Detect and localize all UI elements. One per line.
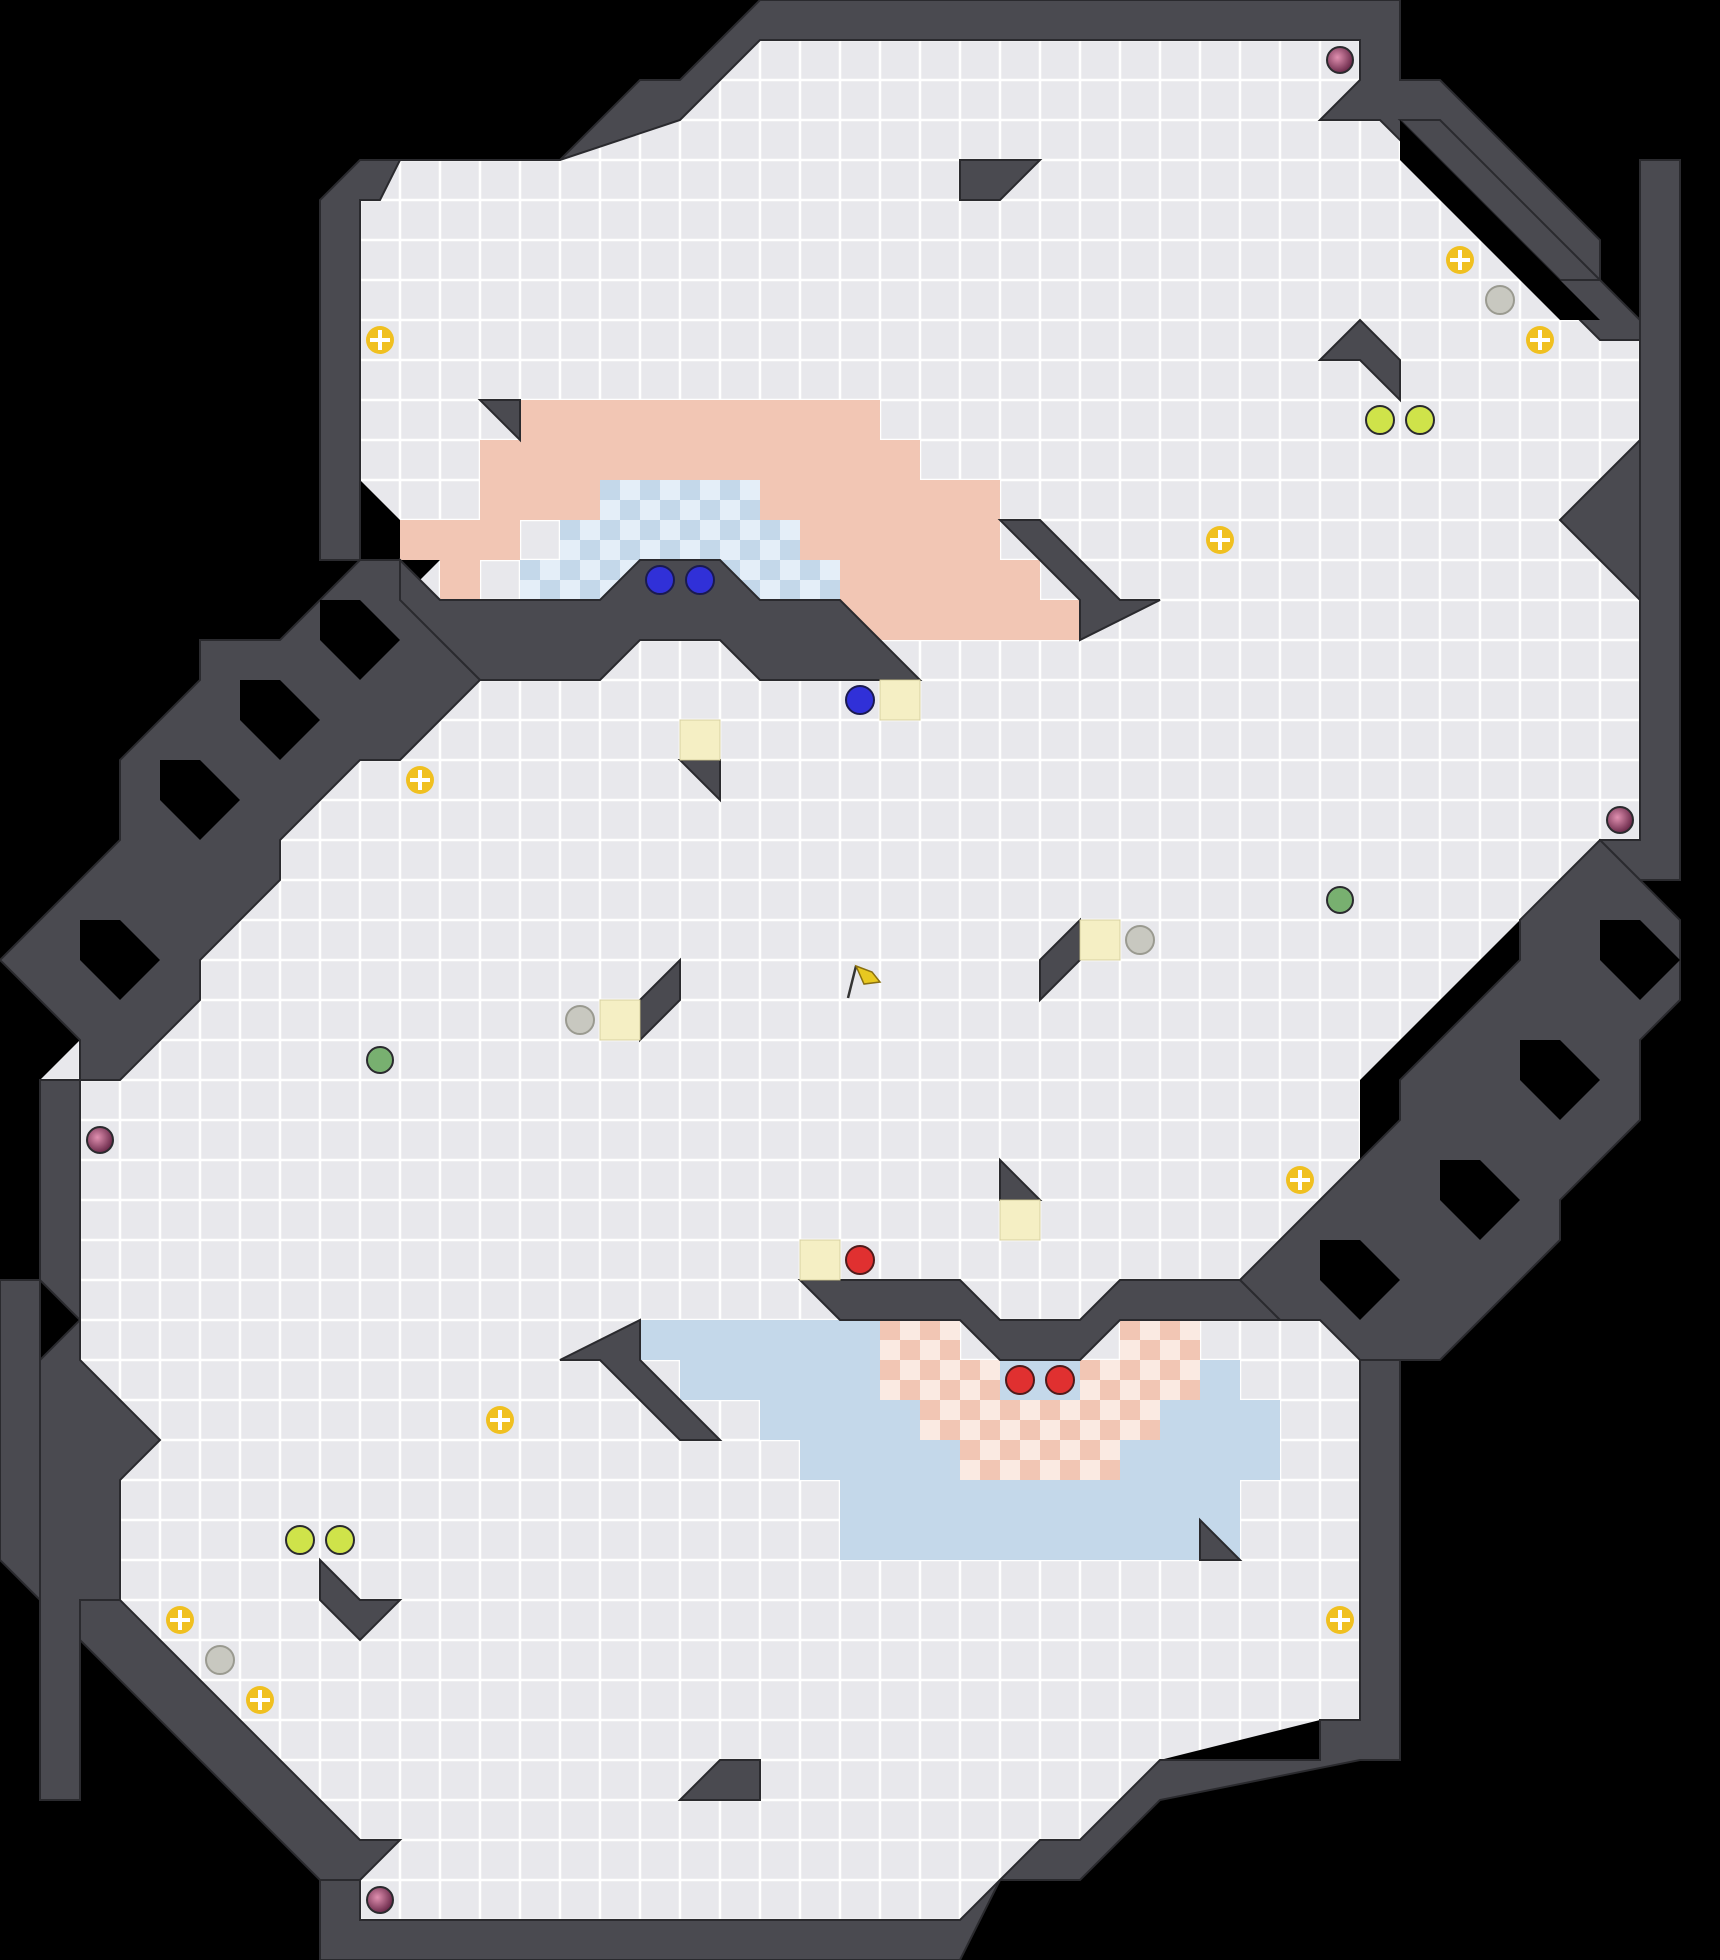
obstacle-mid-diag bbox=[997, 519, 1161, 642]
wall-top bbox=[319, 0, 1641, 561]
blue-player[interactable] bbox=[645, 565, 675, 595]
obstacle-upper-right-v bbox=[1317, 318, 1401, 403]
obstacle-lower-left-diag bbox=[559, 1318, 723, 1441]
speed-pad-icon[interactable] bbox=[1206, 526, 1234, 554]
obstacle-lower-right bbox=[1199, 1517, 1243, 1561]
powerups bbox=[366, 886, 1354, 1074]
neutral-spot[interactable] bbox=[1485, 285, 1515, 315]
wall-right-notch bbox=[1558, 437, 1641, 603]
boost-pads bbox=[599, 679, 1121, 1281]
bombs bbox=[86, 46, 1634, 1914]
blue-player[interactable] bbox=[845, 685, 875, 715]
neutral-spot[interactable] bbox=[1125, 925, 1155, 955]
boost-pad[interactable] bbox=[799, 1239, 841, 1281]
spike-gates bbox=[285, 405, 1435, 1555]
boost-pad[interactable] bbox=[999, 1199, 1041, 1241]
bomb-icon[interactable] bbox=[1326, 46, 1354, 74]
speed-pad-icon[interactable] bbox=[1526, 326, 1554, 354]
bomb-icon[interactable] bbox=[1606, 806, 1634, 834]
neutral-spots bbox=[205, 285, 1515, 1675]
flag-icon[interactable] bbox=[846, 964, 882, 999]
obstacle-top-center bbox=[959, 159, 1043, 201]
boost-pad[interactable] bbox=[1079, 919, 1121, 961]
boost-pad[interactable] bbox=[679, 719, 721, 761]
spike-gate-icon[interactable] bbox=[1405, 405, 1435, 435]
boost-pad[interactable] bbox=[599, 999, 641, 1041]
neutral-spot[interactable] bbox=[565, 1005, 595, 1035]
red-player[interactable] bbox=[1005, 1365, 1035, 1395]
powerup-icon[interactable] bbox=[366, 1046, 394, 1074]
speed-pad-icon[interactable] bbox=[366, 326, 394, 354]
obstacle-bottom-center bbox=[677, 1759, 761, 1801]
obstacle-bottom-left-v bbox=[319, 1557, 403, 1642]
spike-gate-icon[interactable] bbox=[285, 1525, 315, 1555]
walls bbox=[0, 0, 1681, 1960]
speed-pads bbox=[166, 246, 1554, 1714]
boost-pad[interactable] bbox=[879, 679, 921, 721]
corridor-holes bbox=[80, 120, 1680, 1320]
blue-player[interactable] bbox=[685, 565, 715, 595]
obstacle-upper-left-v bbox=[477, 399, 521, 443]
spike-gate-icon[interactable] bbox=[1365, 405, 1395, 435]
speed-pad-icon[interactable] bbox=[166, 1606, 194, 1634]
ledge-center-lower bbox=[797, 1279, 1283, 1361]
speed-pad-icon[interactable] bbox=[406, 766, 434, 794]
red-player[interactable] bbox=[845, 1245, 875, 1275]
powerup-icon[interactable] bbox=[1326, 886, 1354, 914]
wall-right-lower bbox=[1238, 838, 1681, 1361]
neutral-spot[interactable] bbox=[205, 1645, 235, 1675]
speed-pad-icon[interactable] bbox=[486, 1406, 514, 1434]
bomb-icon[interactable] bbox=[86, 1126, 114, 1154]
spike-gate-icon[interactable] bbox=[325, 1525, 355, 1555]
wall-bottom-left-diag bbox=[79, 1599, 403, 1881]
speed-pad-icon[interactable] bbox=[1286, 1166, 1314, 1194]
blue-team-zone bbox=[640, 1320, 1320, 1560]
speed-pad-icon[interactable] bbox=[1326, 1606, 1354, 1634]
wall-bottom bbox=[319, 1359, 1401, 1960]
red-player[interactable] bbox=[1045, 1365, 1075, 1395]
bomb-icon[interactable] bbox=[366, 1886, 394, 1914]
red-players bbox=[845, 1245, 1075, 1395]
blue-players bbox=[645, 565, 875, 715]
speed-pad-icon[interactable] bbox=[246, 1686, 274, 1714]
speed-pad-icon[interactable] bbox=[1446, 246, 1474, 274]
